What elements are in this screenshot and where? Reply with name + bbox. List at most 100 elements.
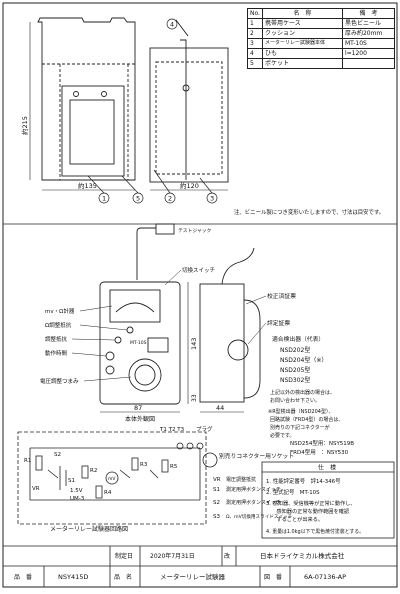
spec-line-5: することが出来る。: [266, 515, 323, 523]
compatible-detectors: 適合検出器（代表） NSD202型 NSD204型（※） NSD205型 NSD…: [268, 335, 354, 456]
row-no: 2: [247, 28, 263, 39]
dwg-number: 6A-07136-AP: [304, 573, 346, 581]
callout-4: 4: [170, 21, 174, 29]
col-note: 備 考: [341, 8, 396, 19]
front-leader-lines: [71, 269, 182, 382]
legend-vr-text: 電圧調整抵抗: [226, 476, 256, 483]
front-width-dim: 87: [134, 404, 142, 412]
table-row: 3 メーターリレー試験器本体 MT-10S: [247, 38, 396, 49]
compatible-note-6: 必要です。: [270, 432, 295, 439]
spec-line-6: 4. 重量は1.0kg以下で黒色焼付塗装とする。: [266, 528, 364, 535]
sheet-border: [2, 2, 398, 588]
lbl-battery: 1.5V: [70, 488, 83, 494]
part-number: NSY415D: [58, 573, 88, 581]
front-bottom-dim: 33: [191, 394, 198, 402]
circuit-plug: プラグ: [196, 425, 213, 433]
lbl-r5: R5: [170, 464, 178, 470]
legend-s3-sym: S3: [213, 514, 220, 520]
row-no: 4: [247, 48, 263, 59]
lbl-r4: R4: [104, 490, 112, 496]
row-name: クッション: [262, 28, 343, 39]
cert-seal-label: 評定証票: [267, 319, 290, 327]
front-height-dim: 143: [190, 338, 198, 350]
circuit-labels: T1 T2 T3 プラグ 別売りコネクター用ソケット R1 S2 R2 R3 R…: [24, 425, 294, 533]
table-row: 2 クッション 厚み約20mm: [247, 28, 396, 39]
dwg-label: 図 番: [264, 574, 282, 581]
row-name: ひも: [262, 48, 343, 59]
compatible-conn-1: NSD254型用：NSY519B: [290, 439, 354, 447]
parts-table-header: No. 名 称 備 考: [247, 8, 396, 19]
row-name: メーターリレー試験器本体: [262, 38, 343, 49]
row-note: MT-10S: [341, 38, 396, 49]
lbl-r1: R1: [24, 458, 31, 464]
legend-s2-text: 測定用押ボタンスイッチ: [226, 499, 281, 506]
circuit-terminals: T1 T2 T3: [159, 427, 185, 433]
spec-title: 仕 様: [318, 464, 336, 472]
compatible-item-2: NSD204型（※）: [280, 356, 327, 364]
speed-switch-label: 動作時間: [45, 349, 68, 357]
switch-label: 切換スイッチ: [182, 266, 215, 274]
callouts: [87, 18, 218, 204]
callout-2: 2: [168, 195, 172, 203]
lbl-mv: mV: [108, 476, 116, 482]
drawn-date: 2020年7月31日: [150, 552, 195, 560]
instrument-front-view: [99, 223, 189, 413]
spec-line-1: 1. 性能評定番号 評14-346号: [266, 477, 341, 485]
spec-text: 仕 様 1. 性能評定番号 評14-346号 2. 型式記号 MT-10S 3.…: [266, 464, 364, 536]
compatible-note-3: ※R型検出器（NSD204型）、: [268, 408, 333, 415]
callout-3: 3: [210, 195, 214, 203]
side-depth-dim: 44: [216, 404, 224, 412]
zero-adj-label: Ω調整抵抗: [45, 321, 72, 329]
case-note: 注、ビニール製につき変形いたしますので、寸法は目安です。: [234, 208, 384, 216]
compatible-note-5: 別売りの下記コネクターが: [270, 424, 330, 431]
case-side-view: [149, 19, 229, 191]
col-no: No.: [247, 8, 263, 19]
case-width-dim: 約135: [78, 181, 97, 190]
side-leader-lines: [245, 295, 267, 345]
product-name: メーターリレー試験器: [160, 572, 226, 581]
compatible-item-4: NSD302型: [280, 376, 310, 384]
compatible-note-4: 回路試験（FRD4型）の場合は、: [270, 416, 343, 423]
lbl-um3: UM-3: [70, 496, 85, 502]
row-name: 携帯用ケース: [262, 18, 343, 29]
case-depth-dim: 約120: [180, 181, 199, 190]
legend-vr-sym: VR: [213, 477, 221, 483]
volt-knob-label: 電圧調整つまみ: [40, 377, 79, 385]
circuit-diagram: [17, 431, 218, 525]
test-jack-label: テストジャック: [178, 228, 212, 234]
row-note: 厚み約20mm: [341, 28, 396, 39]
spec-line-4: 感知器の正常な動作範囲を確認: [266, 507, 350, 515]
compatible-note-2: お問い合わせ下さい。: [270, 397, 320, 404]
compatible-conn-2: FRD4型用 ：NSY530: [290, 448, 349, 456]
row-note: [341, 58, 396, 69]
case-front-view: [29, 17, 136, 191]
table-row: 5 ポケット: [247, 58, 396, 69]
compatible-item-1: NSD202型: [280, 346, 310, 354]
compatible-title: 適合検出器（代表）: [272, 335, 324, 343]
table-row: 4 ひも l=1200: [247, 48, 396, 59]
case-height-dim: 約215: [20, 116, 29, 135]
part-label: 品 番: [14, 574, 32, 581]
company-name: 日本ドライケミカル株式会社: [260, 551, 345, 560]
lbl-s2: S2: [54, 452, 61, 458]
spec-box: [261, 461, 395, 539]
legend-s1-sym: S1: [213, 487, 220, 493]
body-view-title: 本体外観図: [125, 415, 155, 423]
lbl-r3: R3: [140, 462, 148, 468]
mv-meter-label: mv・Ω計器: [45, 307, 75, 315]
compatible-item-3: NSD205型: [280, 366, 310, 374]
title-block-grid: [3, 545, 397, 587]
lbl-vr: VR: [32, 486, 40, 492]
legend-s1-text: 測定用押ボタンスイッチ: [226, 486, 281, 493]
instrument-side-view: [199, 247, 261, 413]
legend-s3-text: Ω、mV切換用スライドスイッチ: [226, 513, 293, 520]
row-no: 1: [247, 18, 263, 29]
instrument-model: MT-10S: [130, 340, 147, 346]
circuit-legend: VR 電圧調整抵抗 S1 測定用押ボタンスイッチ S2 測定用押ボタンスイッチ …: [213, 476, 293, 520]
separate-connector-label: 別売りコネクター用ソケット: [219, 452, 294, 460]
spec-line-2: 2. 型式記号 MT-10S: [266, 488, 320, 496]
lbl-s1: S1: [68, 478, 75, 484]
parts-table: No. 名 称 備 考 1 携帯用ケース 黒色ビニール 2 クッション 厚み約2…: [247, 8, 396, 69]
